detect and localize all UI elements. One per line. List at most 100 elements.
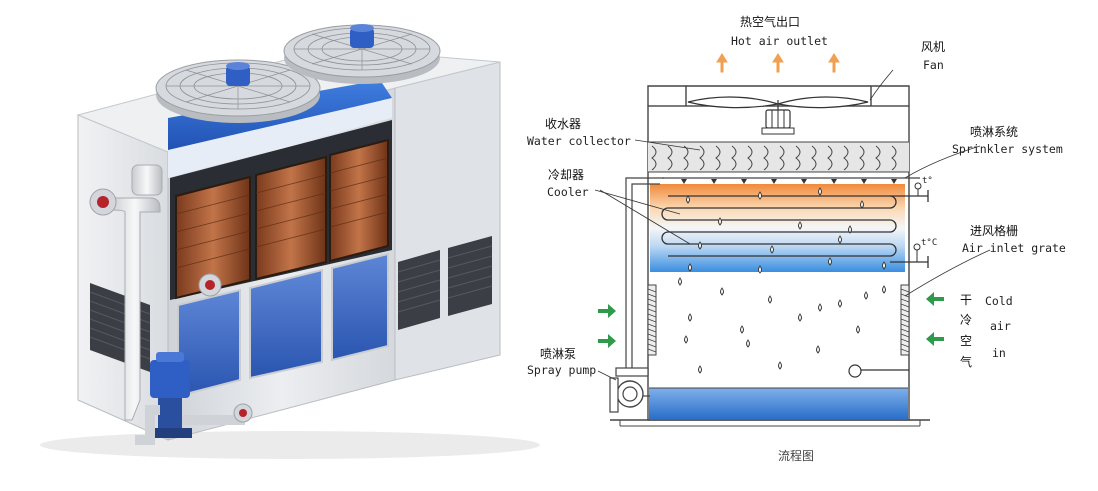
grate-slat	[900, 313, 910, 318]
air-inlet-grate-en: Air inlet grate	[962, 241, 1066, 255]
grate-slat	[647, 333, 657, 338]
grate-slat	[647, 338, 657, 343]
sprinkler-nozzle	[891, 179, 897, 184]
water-droplet-icon	[848, 225, 852, 234]
grate-slat	[900, 328, 910, 333]
cold-air-arrows	[598, 292, 944, 348]
water-droplet-icon	[678, 277, 682, 286]
cold-air-cn-3: 空	[960, 334, 972, 348]
water-droplet-icon	[740, 325, 744, 334]
water-droplet-icon	[698, 365, 702, 374]
fan-right	[283, 24, 441, 84]
water-droplet-icon	[828, 257, 832, 266]
water-droplet-icon	[746, 339, 750, 348]
sprinkler-nozzle	[741, 179, 747, 184]
grate-slat	[647, 318, 657, 323]
water-droplet-icon	[798, 221, 802, 230]
grate-slat	[900, 298, 910, 303]
cold-air-cn-4: 气	[960, 354, 972, 369]
grate-slat	[900, 303, 910, 308]
process-flow-diagram: t° t°C	[527, 14, 1066, 463]
serpentine-coil	[661, 195, 897, 257]
hot-air-outlet-cn: 热空气出口	[740, 14, 800, 29]
sprinkler-nozzle	[771, 179, 777, 184]
grate-slat	[900, 293, 910, 298]
water-droplet-icon	[698, 241, 702, 250]
water-droplet-icon	[770, 245, 774, 254]
hot-air-arrows	[716, 53, 840, 73]
water-collector-en: Water collector	[527, 134, 631, 148]
water-droplet-icon	[684, 335, 688, 344]
cold-air-en-1: Cold	[985, 294, 1013, 308]
spray-pump-en: Spray pump	[527, 363, 596, 377]
water-droplet-icon	[838, 299, 842, 308]
fan-left	[155, 59, 321, 123]
cooler-coil-region	[650, 184, 905, 272]
grate-slat	[647, 323, 657, 328]
temp-label-bottom: t°C	[921, 238, 937, 248]
cold-air-cn-1: 干	[960, 293, 972, 307]
water-droplet-icon	[818, 303, 822, 312]
grate-slat	[900, 338, 910, 343]
diagram-caption: 流程图	[778, 448, 814, 463]
cold-air-en-2: air	[990, 319, 1011, 333]
water-droplet-icon	[778, 361, 782, 370]
water-droplet-icon	[856, 325, 860, 334]
grate-slat	[900, 348, 910, 353]
float-valve-icon	[848, 364, 909, 378]
grate-slat	[900, 323, 910, 328]
water-droplet-icon	[860, 200, 864, 209]
water-droplet-icon	[882, 285, 886, 294]
water-droplet-icon	[688, 263, 692, 272]
thermometer-icon-bottom	[913, 243, 921, 262]
water-droplet-icon	[798, 313, 802, 322]
water-droplet-icon	[758, 191, 762, 200]
grate-slat	[900, 318, 910, 323]
sprinkler-nozzles	[681, 179, 897, 184]
cooler-cn: 冷却器	[548, 168, 584, 182]
cold-air-cn-2: 冷	[960, 313, 972, 327]
sprinkler-system-en: Sprinkler system	[952, 142, 1063, 156]
fan-label-en: Fan	[923, 58, 944, 72]
water-droplet-icon	[882, 261, 886, 270]
spray-pump-cn: 喷淋泵	[540, 347, 576, 361]
grate-slat	[647, 348, 657, 353]
grate-slat	[647, 343, 657, 348]
sprinkler-nozzle	[861, 179, 867, 184]
water-droplet-icon	[838, 235, 842, 244]
grate-slat	[900, 343, 910, 348]
sprinkler-nozzle	[711, 179, 717, 184]
water-collector	[651, 145, 897, 171]
sprinkler-system-cn: 喷淋系统	[970, 125, 1018, 139]
fan-icon	[687, 96, 869, 110]
water-droplet-icon	[864, 291, 868, 300]
cooler-en: Cooler	[547, 185, 589, 199]
pump-render	[135, 352, 253, 445]
basin-water	[649, 388, 908, 419]
grate-slat	[900, 308, 910, 313]
grate-slat	[900, 288, 910, 293]
air-inlet-grate-left	[647, 284, 657, 356]
motor-icon	[761, 109, 795, 135]
sprinkler-nozzle	[681, 179, 687, 184]
pump-icon	[609, 367, 650, 413]
water-droplet-icon	[818, 187, 822, 196]
air-inlet-grate-cn: 进风格栅	[970, 223, 1018, 238]
water-droplet-icon	[686, 195, 690, 204]
water-droplet-icon	[758, 265, 762, 274]
thermometer-icon	[914, 182, 922, 196]
grate-slat	[647, 308, 657, 313]
air-inlet-grate-right	[900, 284, 910, 356]
water-droplets	[678, 187, 886, 374]
closed-cooling-tower-photo	[40, 24, 540, 459]
cold-air-en-3: in	[992, 346, 1006, 360]
grate-slat	[647, 328, 657, 333]
coil-bank	[175, 138, 389, 300]
water-droplet-icon	[720, 287, 724, 296]
hot-air-outlet-en: Hot air outlet	[731, 34, 828, 48]
leader-lines	[594, 69, 991, 381]
grate-slat	[647, 313, 657, 318]
water-droplet-icon	[718, 217, 722, 226]
sprinkler-nozzle	[801, 179, 807, 184]
